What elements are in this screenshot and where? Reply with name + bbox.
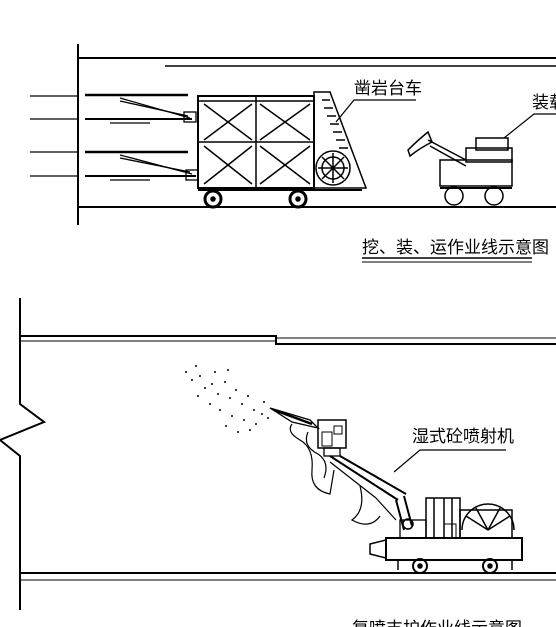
drill-jumbo-leader (335, 99, 416, 123)
top-caption: 挖、装、运作业线示意图 (362, 238, 549, 258)
spray-boom (329, 455, 414, 531)
wheel (203, 189, 223, 209)
loader-leader (503, 113, 556, 139)
drill-jumbo-label: 凿岩台车 (354, 79, 422, 99)
bottom-caption: 复喷支护作业线示意图 (352, 619, 522, 627)
tunnel-roof-line (20, 335, 556, 345)
sprayer-leader (393, 449, 506, 473)
sprayer-machine (369, 497, 523, 574)
sprayer-label: 湿式砼喷射机 (412, 427, 514, 447)
tunnel-face-wall (0, 298, 47, 610)
wheel (412, 558, 428, 574)
top-diagram (30, 44, 556, 263)
wheel (482, 558, 498, 574)
drill-holes (30, 95, 78, 177)
wheel (444, 186, 464, 206)
wheel (288, 189, 308, 209)
spray-head (317, 419, 347, 457)
drill-jumbo (197, 91, 368, 209)
spray-particles (185, 365, 269, 433)
wheel (484, 186, 504, 206)
drill-booms (85, 93, 199, 181)
loader-label: 装载 (532, 93, 556, 113)
bottom-diagram (0, 298, 556, 610)
loader (407, 130, 513, 206)
